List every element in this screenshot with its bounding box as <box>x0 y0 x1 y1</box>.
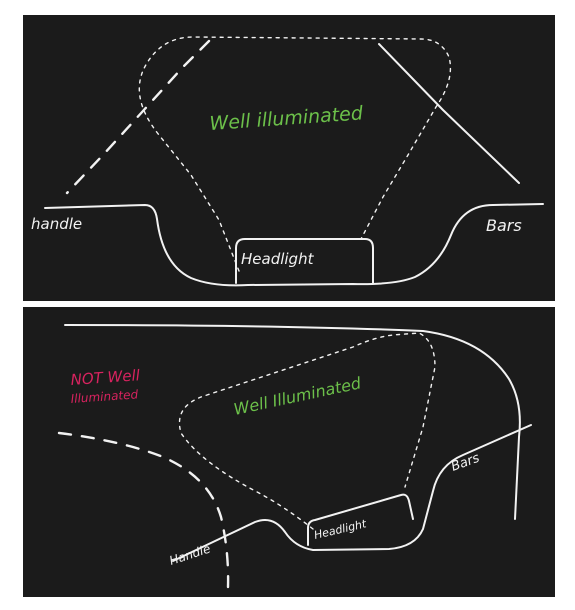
top-headlight-label: Headlight <box>241 250 315 268</box>
top-illuminated-area-dotted <box>138 36 452 272</box>
top-right-edge-line <box>378 43 520 184</box>
top-handle-label: handle <box>31 215 82 233</box>
bottom-handlebar-outline <box>172 424 532 562</box>
bottom-not-illuminated-label-line2: Illuminated <box>70 387 139 406</box>
top-panel: Well illuminated handle Headlight Bars <box>23 15 555 301</box>
top-bars-label: Bars <box>486 216 522 235</box>
bottom-panel: NOT Well Illuminated Well Illuminated Ha… <box>23 307 555 597</box>
top-handlebar-outline <box>44 203 544 287</box>
top-headlight-box <box>235 238 374 284</box>
bottom-panel-background <box>23 307 555 597</box>
bottom-not-illuminated-label-line1: NOT Well <box>70 366 141 389</box>
bottom-top-curve-line <box>64 324 521 520</box>
top-left-beam-dashed <box>65 39 211 195</box>
top-panel-background <box>23 15 555 301</box>
bottom-left-beam-dashed <box>57 431 230 589</box>
bottom-headlight-box <box>307 493 414 546</box>
